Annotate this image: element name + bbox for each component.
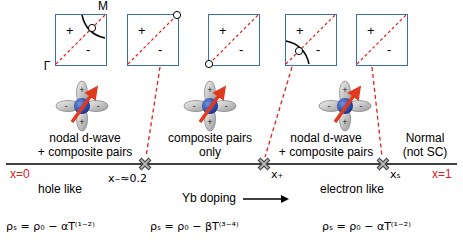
sign-label: -: [387, 43, 391, 56]
sign-label: -: [158, 43, 162, 56]
sign-label: +: [296, 24, 304, 37]
zone-decoration: [209, 15, 258, 64]
formula: ρₛ = ρ₀ − αT⁽¹⁻²⁾: [322, 220, 411, 233]
sign-label: +: [367, 24, 375, 37]
lobe-sign: +: [79, 86, 84, 95]
formula: ρₛ = ρ₀ − αT⁽¹⁻²⁾: [6, 220, 95, 233]
boundary-marker: [378, 159, 388, 169]
lobe-sign: -: [193, 102, 196, 111]
phase-label: nodal d-wave: [290, 132, 361, 145]
phase-label: (not SC): [403, 146, 448, 159]
orbital-icon: [184, 81, 236, 131]
axis-title: Yb doping: [182, 192, 236, 205]
lobe-sign: +: [342, 86, 347, 95]
sign-label: +: [66, 24, 74, 37]
lobe-sign: -: [360, 102, 363, 111]
sign-label: -: [316, 43, 320, 56]
regime-label: electron like: [320, 183, 384, 196]
lobe-sign: -: [225, 102, 228, 111]
lobe-sign: +: [79, 118, 84, 127]
zone-decoration: [286, 15, 335, 64]
brillouin-zone-box: +-: [356, 14, 408, 66]
axis-end-label: x=1: [432, 168, 452, 181]
orbital-icon: [56, 81, 108, 131]
sign-label: -: [239, 43, 243, 56]
lobe-sign: +: [342, 118, 347, 127]
lobe-sign: -: [328, 102, 331, 111]
formula: ρₛ = ρ₀ − βT⁽³⁻⁴⁾: [150, 220, 239, 233]
lobe-sign: +: [207, 118, 212, 127]
leader-lines: [146, 67, 382, 157]
orbital-icon: [319, 81, 371, 131]
doping-arrow: [243, 198, 282, 200]
brillouin-zone-box: +-: [208, 14, 260, 66]
brillouin-zone-box: +-: [127, 14, 179, 66]
brillouin-zone-box: +-: [55, 14, 107, 66]
zone-decoration: [128, 15, 177, 64]
sign-label: -: [86, 43, 90, 56]
point-label: M: [98, 0, 108, 13]
doping-axis: [6, 163, 457, 165]
boundary-label: x₊: [271, 168, 283, 181]
point-label: Γ: [44, 60, 51, 73]
boundary-marker: [259, 159, 269, 169]
phase-label: Normal: [406, 132, 445, 145]
brillouin-zone-box: +-: [285, 14, 337, 66]
sign-label: +: [138, 24, 146, 37]
axis-end-label: x=0: [10, 168, 30, 181]
zone-decoration: [56, 15, 105, 64]
lobe-sign: +: [207, 86, 212, 95]
boundary-marker: [140, 159, 150, 169]
phase-label: nodal d-wave: [49, 132, 120, 145]
phase-label: only: [199, 146, 221, 159]
zone-decoration: [357, 15, 406, 64]
boundary-label: xₛ: [390, 168, 401, 181]
boundary-label: x₋≈0.2: [108, 172, 147, 185]
sign-label: +: [219, 24, 227, 37]
lobe-sign: -: [65, 102, 68, 111]
phase-label: + composite pairs: [279, 146, 373, 159]
lobe-sign: -: [97, 102, 100, 111]
regime-label: hole like: [38, 183, 82, 196]
phase-label: + composite pairs: [38, 146, 132, 159]
phase-label: composite pairs: [168, 132, 252, 145]
